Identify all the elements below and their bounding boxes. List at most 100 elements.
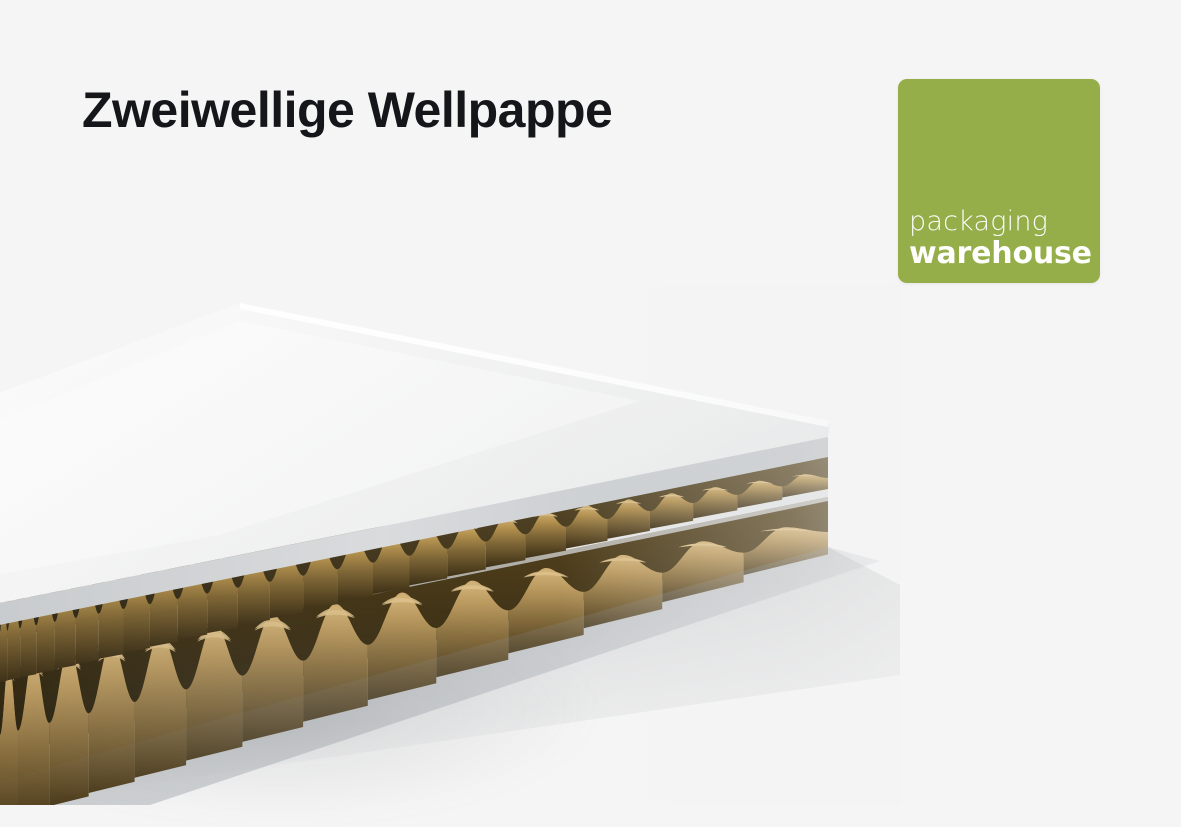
- flute-crest-highlight: [760, 528, 812, 532]
- flute-crest-highlight: [59, 585, 72, 593]
- flute-tooth: [88, 642, 135, 733]
- flute-crest-highlight: [276, 552, 297, 558]
- flute-crest-highlight: [9, 593, 18, 601]
- flute-crest-highlight: [533, 513, 558, 517]
- flute-tooth: [436, 580, 509, 683]
- flute-crest-highlight: [746, 481, 774, 484]
- flute-crest-highlight: [344, 540, 366, 546]
- bottom-liner-highlight: [0, 531, 828, 760]
- flute-tooth: [649, 493, 694, 529]
- brand-logo[interactable]: packaging warehouse: [898, 79, 1100, 283]
- flute-crest-highlight: [309, 545, 331, 552]
- flute-crest-highlight: [103, 576, 119, 584]
- flute-crest-highlight: [523, 570, 569, 577]
- flute-crest-highlight: [493, 519, 518, 524]
- flute-tooth: [566, 506, 608, 549]
- flute-crest-highlight: [616, 500, 642, 504]
- flute-crest-highlight: [9, 590, 18, 599]
- flute-crest-highlight: [103, 578, 119, 585]
- flute-tooth: [149, 568, 178, 647]
- flute-crest-highlight: [574, 507, 600, 511]
- flute-crest-highlight: [59, 583, 72, 591]
- flute-crest-highlight: [3, 665, 15, 679]
- flute-tooth: [177, 561, 208, 637]
- flute-crest-highlight: [39, 588, 52, 596]
- flute-crest-highlight: [1, 592, 6, 600]
- flute-crest-highlight: [144, 638, 176, 651]
- brand-logo-line-packaging: packaging: [909, 206, 1049, 238]
- flute-tooth: [367, 594, 437, 701]
- flute-crest-highlight: [24, 664, 43, 677]
- middle-liner-edge: [0, 479, 828, 665]
- flute-crest-highlight: [183, 564, 202, 571]
- flute-tooth: [485, 516, 526, 572]
- flute-crest-highlight: [155, 570, 173, 577]
- flute-tooth: [54, 579, 76, 637]
- flute-crest-highlight: [197, 629, 232, 640]
- flute-tooth: [525, 511, 566, 562]
- flute-crest-highlight: [24, 661, 43, 675]
- flute-crest-highlight: [599, 558, 647, 563]
- flute-crest-highlight: [702, 488, 729, 491]
- flute-tooth: [49, 649, 89, 733]
- flute-crest-highlight: [760, 528, 812, 532]
- top-liner-rim: [240, 303, 830, 427]
- flute-tooth: [36, 582, 55, 637]
- upper-flute-tips: [0, 474, 828, 682]
- flute-crest-highlight: [381, 596, 423, 605]
- flute-crest-highlight: [316, 609, 355, 619]
- lower-flute-tips: [0, 527, 828, 805]
- flute-tooth: [693, 487, 738, 522]
- flute-tooth: [98, 573, 124, 637]
- perspective-fade: [0, 285, 900, 805]
- flute-crest-highlight: [380, 535, 403, 541]
- flute-tooth: [88, 645, 135, 793]
- flute-tooth: [134, 636, 187, 778]
- flute-crest-highlight: [80, 582, 95, 589]
- flute-tooth: [508, 569, 584, 654]
- flute-crest-highlight: [276, 550, 297, 557]
- board-contact-shadow: [0, 547, 900, 805]
- flute-tooth: [0, 663, 18, 805]
- flute-crest-highlight: [599, 557, 647, 563]
- flute-tooth: [607, 500, 650, 539]
- flute-tooth: [7, 590, 21, 681]
- flute-tooth: [373, 533, 410, 599]
- flute-crest-highlight: [244, 555, 264, 562]
- flute-tooth: [186, 624, 243, 733]
- flute-tooth: [54, 582, 76, 670]
- flute-tooth: [49, 652, 89, 805]
- flute-tooth: [409, 529, 448, 586]
- flute-tooth: [566, 505, 608, 552]
- bottom-liner-edge: [0, 531, 828, 781]
- flute-tooth: [207, 557, 238, 637]
- flute-tooth: [583, 555, 663, 629]
- flute-tooth: [737, 481, 783, 509]
- flute-tooth: [0, 588, 8, 637]
- flute-crest-highlight: [23, 588, 33, 597]
- flute-tooth: [177, 563, 208, 641]
- flute-tooth: [134, 633, 187, 733]
- flute-tooth: [237, 554, 270, 626]
- flute-tooth: [782, 474, 828, 500]
- flute-crest-highlight: [344, 542, 366, 547]
- flute-tooth: [607, 499, 650, 542]
- flute-crest-highlight: [316, 607, 355, 617]
- brand-logo-line-warehouse: warehouse: [909, 235, 1092, 271]
- flute-crest-highlight: [80, 579, 95, 587]
- flute-tooth: [743, 527, 828, 576]
- flute-crest-highlight: [574, 506, 600, 511]
- flute-crest-highlight: [791, 475, 819, 477]
- flute-tooth: [18, 655, 50, 733]
- flute-crest-highlight: [658, 494, 685, 498]
- flute-crest-highlight: [97, 647, 126, 660]
- flute-crest-highlight: [523, 571, 569, 578]
- flute-crest-highlight: [128, 574, 145, 581]
- page-title: Zweiwellige Wellpappe: [82, 82, 613, 138]
- flute-tooth: [447, 523, 486, 577]
- flute-tooth: [75, 579, 99, 665]
- top-liner-edge: [0, 437, 828, 625]
- middle-liner-highlight: [0, 479, 828, 642]
- flute-tooth: [269, 550, 304, 619]
